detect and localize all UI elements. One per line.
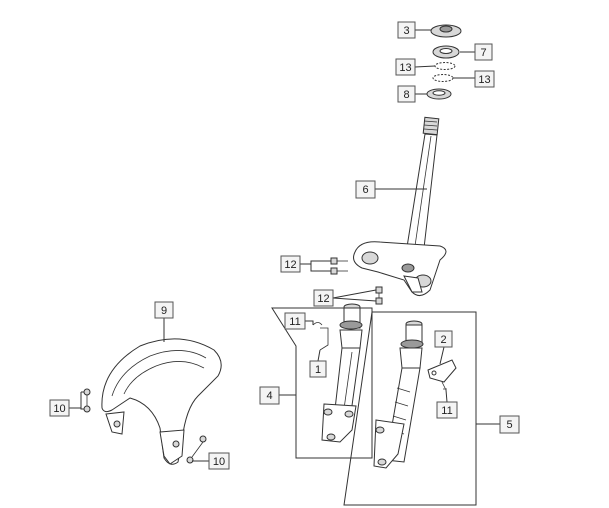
svg-text:6: 6 bbox=[362, 184, 368, 196]
svg-text:10: 10 bbox=[53, 403, 65, 415]
svg-text:4: 4 bbox=[266, 390, 272, 402]
right-fork-group-outline bbox=[343, 311, 477, 506]
bolt-part-12-d bbox=[375, 297, 383, 305]
callout-12-right[interactable]: 12 bbox=[313, 289, 334, 307]
callout-10-left[interactable]: 10 bbox=[49, 399, 70, 417]
clip-part-11-right bbox=[441, 381, 447, 391]
ball-cage-part-13-upper bbox=[434, 62, 456, 70]
bolt-part-12-b bbox=[330, 267, 348, 275]
svg-text:13: 13 bbox=[399, 62, 411, 74]
callout-7[interactable]: 7 bbox=[474, 43, 493, 61]
callout-10-right[interactable]: 10 bbox=[208, 452, 230, 470]
svg-text:1: 1 bbox=[315, 364, 321, 376]
dust-seal-part-7 bbox=[432, 45, 460, 59]
steering-stem-part-6 bbox=[353, 116, 447, 296]
callout-8[interactable]: 8 bbox=[397, 85, 416, 103]
clip-part-11-left bbox=[312, 322, 323, 326]
callout-5[interactable]: 5 bbox=[499, 415, 520, 434]
svg-text:11: 11 bbox=[289, 316, 300, 328]
svg-text:5: 5 bbox=[506, 419, 512, 431]
svg-text:10: 10 bbox=[213, 456, 225, 468]
callout-6[interactable]: 6 bbox=[355, 180, 376, 199]
bolt-part-12-a bbox=[330, 257, 348, 265]
ball-cage-part-13-lower bbox=[432, 74, 454, 82]
svg-text:12: 12 bbox=[317, 293, 329, 305]
callout-1[interactable]: 1 bbox=[309, 360, 327, 378]
leader-lines bbox=[69, 29, 500, 462]
svg-text:11: 11 bbox=[441, 405, 452, 417]
left-fork-leg bbox=[321, 303, 363, 443]
callout-13-lower[interactable]: 13 bbox=[474, 70, 495, 88]
right-fork-leg bbox=[373, 320, 424, 469]
callout-4[interactable]: 4 bbox=[259, 386, 280, 405]
bracket-part-1 bbox=[319, 327, 329, 351]
callout-2[interactable]: 2 bbox=[434, 330, 453, 348]
svg-text:12: 12 bbox=[284, 259, 296, 271]
svg-text:9: 9 bbox=[161, 305, 167, 317]
callout-3[interactable]: 3 bbox=[397, 21, 416, 39]
svg-text:2: 2 bbox=[440, 334, 446, 346]
svg-text:13: 13 bbox=[478, 74, 490, 86]
svg-text:3: 3 bbox=[403, 25, 409, 37]
callout-13-upper[interactable]: 13 bbox=[395, 58, 416, 76]
bracket-plate-part-2 bbox=[427, 359, 457, 383]
front-mudguard-part-9 bbox=[101, 338, 222, 465]
svg-text:8: 8 bbox=[403, 89, 409, 101]
screw-part-10-right bbox=[186, 435, 207, 464]
callout-11-right[interactable]: 11 bbox=[436, 401, 458, 419]
callout-11-left[interactable]: 11 bbox=[284, 312, 306, 330]
callout-12-left[interactable]: 12 bbox=[280, 255, 301, 273]
screw-part-10-left bbox=[83, 388, 91, 413]
bearing-race-part-8 bbox=[426, 88, 452, 100]
bearing-nut-part-3 bbox=[430, 24, 462, 38]
callout-9[interactable]: 9 bbox=[154, 301, 174, 319]
svg-text:7: 7 bbox=[480, 47, 486, 59]
